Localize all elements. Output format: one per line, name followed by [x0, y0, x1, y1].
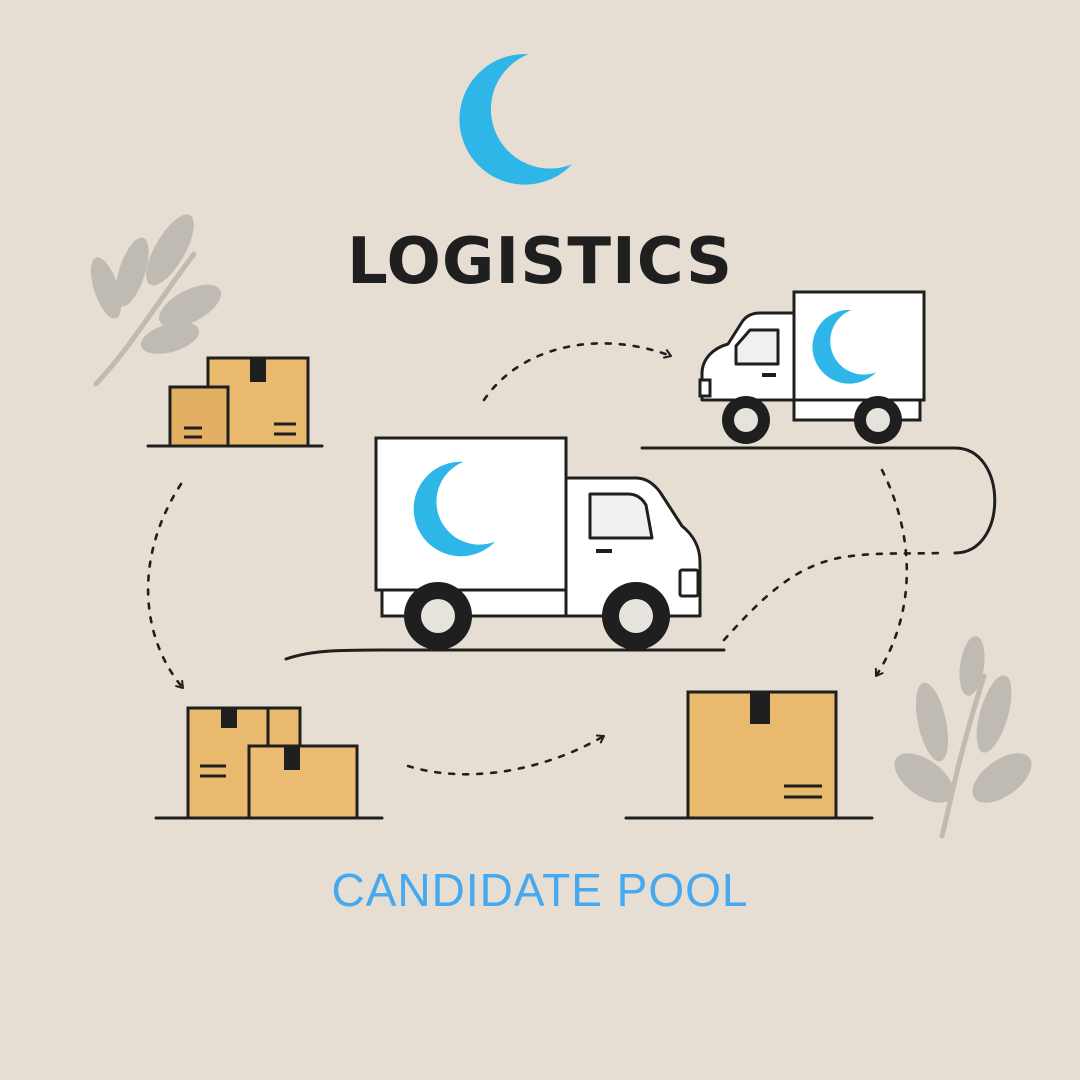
- dashed-arrow-icon: [722, 551, 942, 642]
- dashed-arrow-icon: [874, 468, 909, 678]
- leaf-icon: [90, 214, 221, 387]
- dashed-arrow-icon: [146, 482, 185, 690]
- delivery-truck-icon: [374, 436, 702, 650]
- dashed-arrow-icon: [482, 342, 673, 402]
- leaf-icon: [894, 636, 1032, 839]
- road-line: [284, 648, 726, 661]
- cardboard-box-icon: [186, 706, 359, 820]
- road-line: [640, 446, 997, 555]
- page-title: LOGISTICS: [346, 225, 734, 299]
- subtitle: CANDIDATE POOL: [331, 864, 749, 916]
- delivery-truck-icon: [698, 290, 926, 444]
- brand-logo-icon: [459, 49, 600, 200]
- dashed-arrow-icon: [406, 734, 606, 776]
- cardboard-box-icon: [168, 356, 310, 448]
- cardboard-box-icon: [686, 690, 838, 820]
